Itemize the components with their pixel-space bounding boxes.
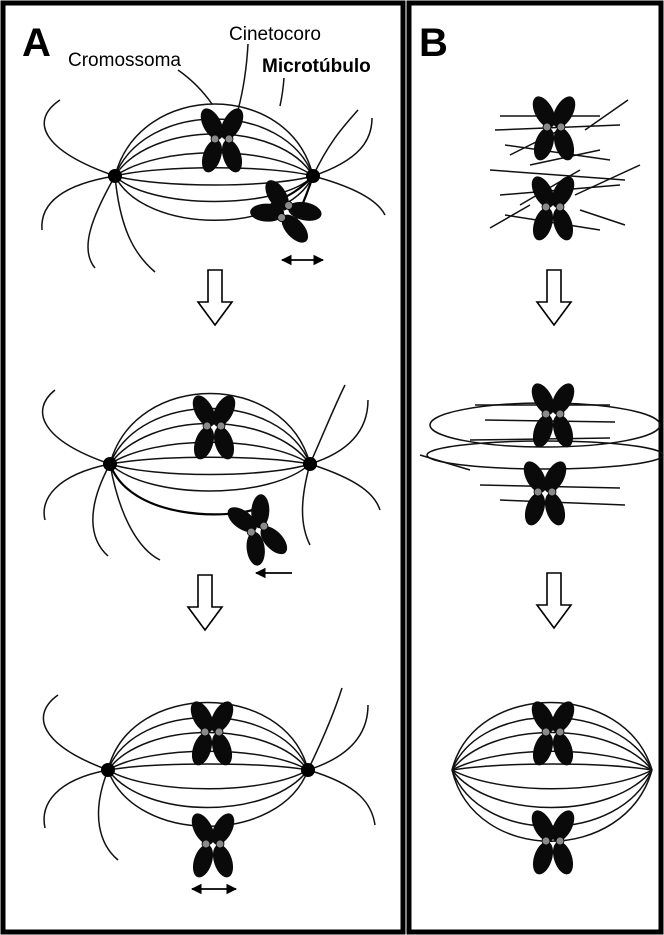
- panel-a-stage-3-chromosome-bottom: [186, 809, 240, 881]
- microtubule-pointer: [279, 77, 285, 107]
- panel-a-flow-arrow-2: [186, 574, 224, 632]
- microtubule-label: Microtúbulo: [262, 56, 371, 77]
- kinetochore-pointer: [237, 43, 249, 111]
- panel-a-stage-2-chromosome-aligned: [187, 391, 241, 463]
- panel-a-frame: [0, 0, 406, 935]
- panel-a-stage-2-pole-right: [303, 457, 317, 471]
- panel-a-flow-arrow-1: [196, 269, 234, 327]
- panel-b-letter: B: [419, 21, 448, 65]
- panel-a-stage-3-pole-left: [101, 763, 115, 777]
- panel-a-stage-1-pole-right: [306, 169, 320, 183]
- panel-b-stage-2-microtubules: [419, 402, 664, 506]
- panel-a-stage-1-chromosome-aligned: [195, 104, 249, 176]
- kinetochore-label: Cinetocoro: [229, 24, 321, 45]
- chromosome-pointer: [177, 69, 213, 105]
- panel-a-stage-2-pole-left: [103, 457, 117, 471]
- panel-a-letter: A: [22, 21, 51, 65]
- panel-b-stage-1-chromosome-bottom: [526, 172, 580, 244]
- panel-b-frame: [406, 0, 664, 935]
- panel-a-stage-2-chromosome-moving: [219, 486, 297, 574]
- panel-a-stage-3-pole-right: [301, 763, 315, 777]
- panel-b-flow-arrow-2: [535, 572, 573, 630]
- panel-a-stage-1-pole-left: [108, 169, 122, 183]
- chromosome-label: Cromossoma: [68, 50, 181, 71]
- panel-b-flow-arrow-1: [535, 269, 573, 327]
